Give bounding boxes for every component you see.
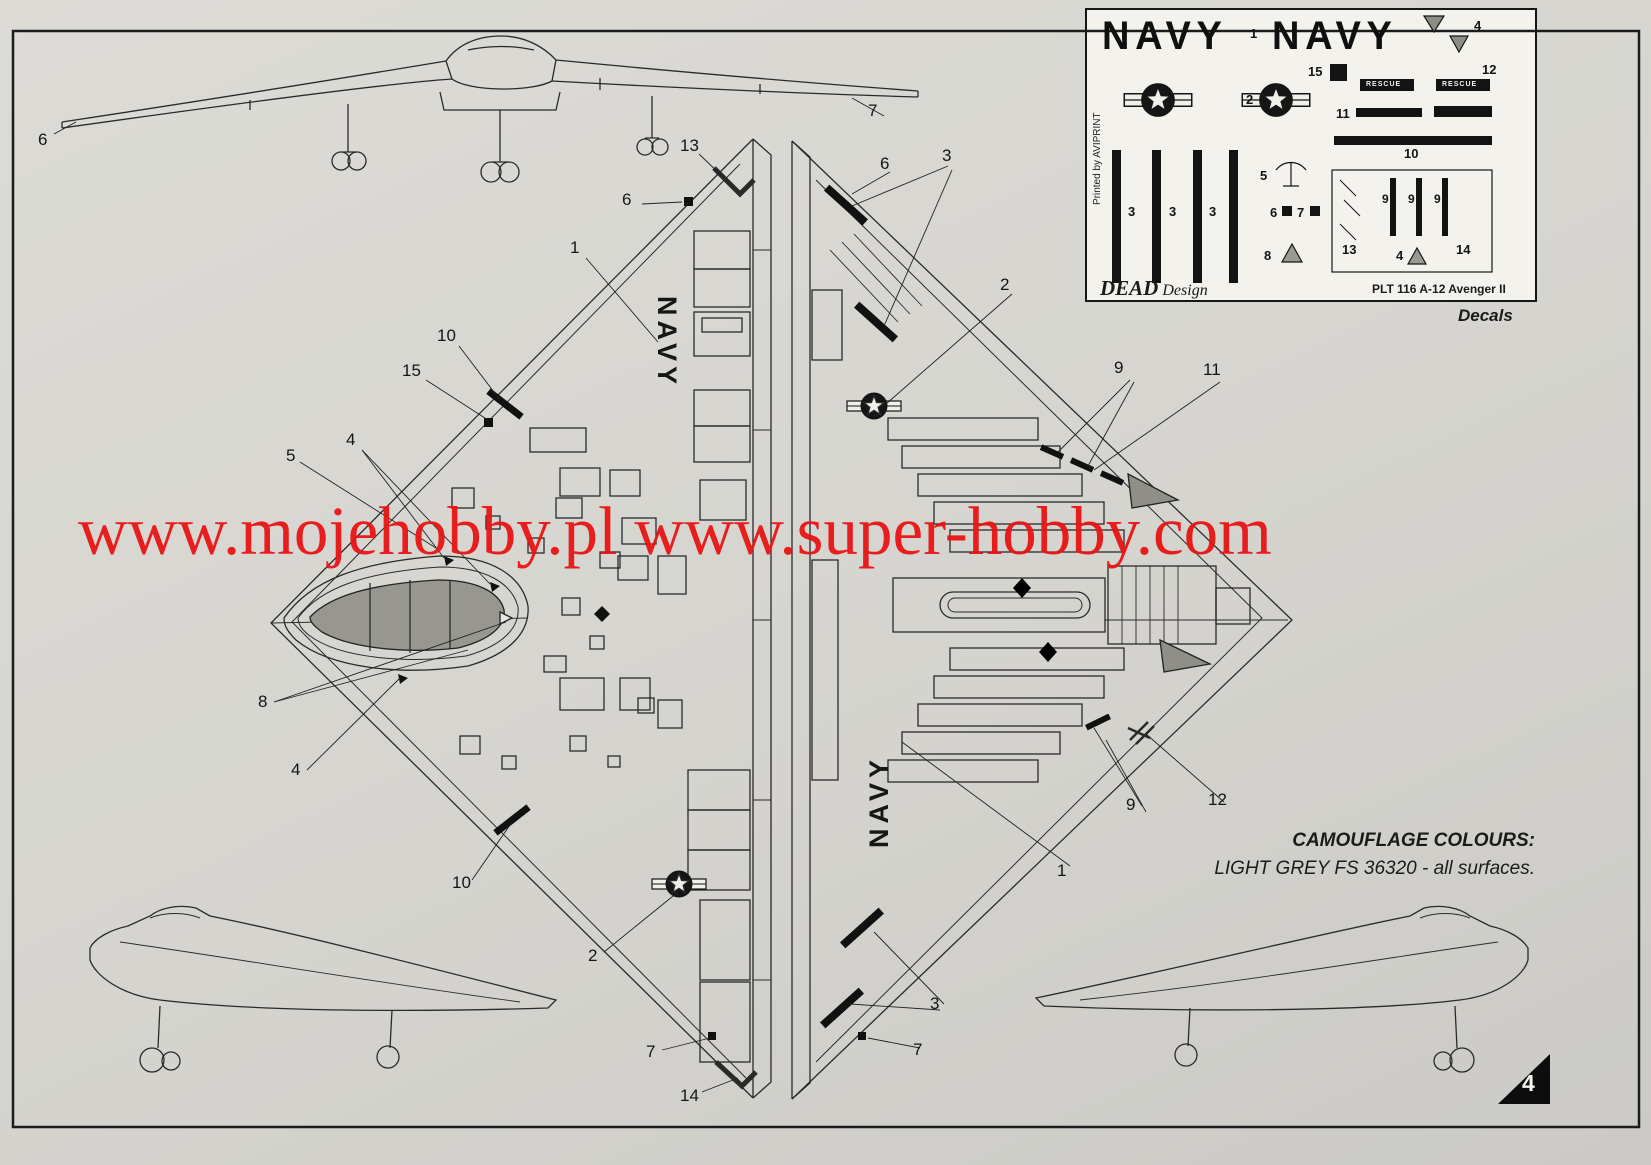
brand-design-text: Design — [1162, 282, 1208, 299]
callout-13: 13 — [680, 136, 699, 155]
decal-navy-text-right: NAVY — [1272, 14, 1398, 58]
national-insignia-bottom — [847, 393, 901, 420]
decal-sheet-art — [1112, 15, 1493, 283]
callout-15: 15 — [402, 361, 421, 380]
callout-7-bottom-left: 7 — [646, 1042, 656, 1061]
decals-caption: Decals — [1458, 306, 1513, 325]
callout-3-lower: 3 — [930, 994, 940, 1013]
callout-front-right-7: 7 — [868, 101, 878, 120]
decal-number-3c: 3 — [1209, 204, 1217, 219]
callout-2-top-right: 2 — [1000, 275, 1010, 294]
callout-leader-lines — [53, 97, 1225, 1093]
callout-1-left: 1 — [570, 238, 580, 257]
callout-11: 11 — [1203, 360, 1221, 379]
callout-2-lower: 2 — [588, 946, 598, 965]
plan-view-top-surface — [270, 138, 772, 1099]
callout-front-left-6: 6 — [38, 130, 48, 149]
decal-rescue-text-1: RESCUE — [1366, 81, 1402, 88]
watermark: www.mojehobby.pl www.super-hobby.com — [78, 493, 1272, 569]
side-view-right-drawing — [1034, 905, 1529, 1073]
walkway-stripe-decal — [493, 804, 531, 836]
decal-number-10: 10 — [1404, 146, 1419, 161]
decal-number-11: 11 — [1336, 106, 1350, 121]
decal-number-5: 5 — [1260, 168, 1268, 183]
callout-7-bottom-right: 7 — [913, 1040, 923, 1059]
camouflage-colours-detail: LIGHT GREY FS 36320 - all surfaces. — [1214, 858, 1535, 879]
brand-dead-text: DEAD — [1100, 276, 1159, 300]
callout-6-right-top: 6 — [880, 154, 890, 173]
callout-1-right: 1 — [1057, 861, 1067, 880]
decal-number-1: 1 — [1250, 26, 1258, 41]
callout-6-left-spine: 6 — [622, 190, 632, 209]
page-border — [11, 29, 1641, 1129]
decal-rescue-text-2: RESCUE — [1442, 81, 1478, 88]
callout-10-upper: 10 — [437, 326, 456, 345]
camouflage-colours-title: CAMOUFLAGE COLOURS: — [1292, 830, 1535, 851]
decal-number-4b: 4 — [1396, 248, 1404, 263]
callout-5: 5 — [286, 446, 296, 465]
callout-3-top: 3 — [942, 146, 952, 165]
decal-number-4-top: 4 — [1474, 18, 1482, 33]
decal-roundel-1 — [1124, 83, 1192, 117]
decal-number-3b: 3 — [1169, 204, 1177, 219]
decal-number-8: 8 — [1264, 248, 1272, 263]
callout-9-lower: 9 — [1126, 795, 1136, 814]
decal-number-3a: 3 — [1128, 204, 1136, 219]
decal-number-14: 14 — [1456, 242, 1471, 257]
decal-number-13: 13 — [1342, 242, 1357, 257]
plan-navy-marking-bottom: NAVY — [864, 754, 894, 848]
page-number: 4 — [1522, 1070, 1535, 1096]
callout-4-upper: 4 — [346, 430, 356, 449]
front-view-drawing — [61, 35, 919, 183]
plan-view-bottom-surface — [791, 140, 1293, 1100]
page-number-corner — [1498, 1054, 1550, 1104]
decal-number-9b: 9 — [1408, 192, 1415, 206]
product-code: PLT 116 A-12 Avenger II — [1372, 282, 1506, 296]
walkway-stripe-decal — [486, 388, 524, 420]
decal-number-15: 15 — [1308, 64, 1323, 79]
callout-8: 8 — [258, 692, 268, 711]
printed-by-credit: Printed by AVIPRINT — [1092, 112, 1103, 205]
callout-10-lower: 10 — [452, 873, 471, 892]
national-insignia-top — [652, 871, 706, 898]
decal-number-7: 7 — [1297, 205, 1305, 220]
decal-number-12: 12 — [1482, 62, 1497, 77]
plan-navy-marking-top: NAVY — [652, 296, 682, 390]
callout-12: 12 — [1208, 790, 1227, 809]
callout-4-lower: 4 — [291, 760, 301, 779]
callout-14: 14 — [680, 1086, 699, 1105]
decal-number-2: 2 — [1246, 92, 1254, 107]
decal-number-9a: 9 — [1382, 192, 1389, 206]
decal-number-6: 6 — [1270, 205, 1278, 220]
decal-number-9c: 9 — [1434, 192, 1441, 206]
decal-navy-text-left: NAVY — [1102, 14, 1228, 58]
side-view-left-drawing — [89, 905, 558, 1073]
callout-9-upper: 9 — [1114, 358, 1124, 377]
